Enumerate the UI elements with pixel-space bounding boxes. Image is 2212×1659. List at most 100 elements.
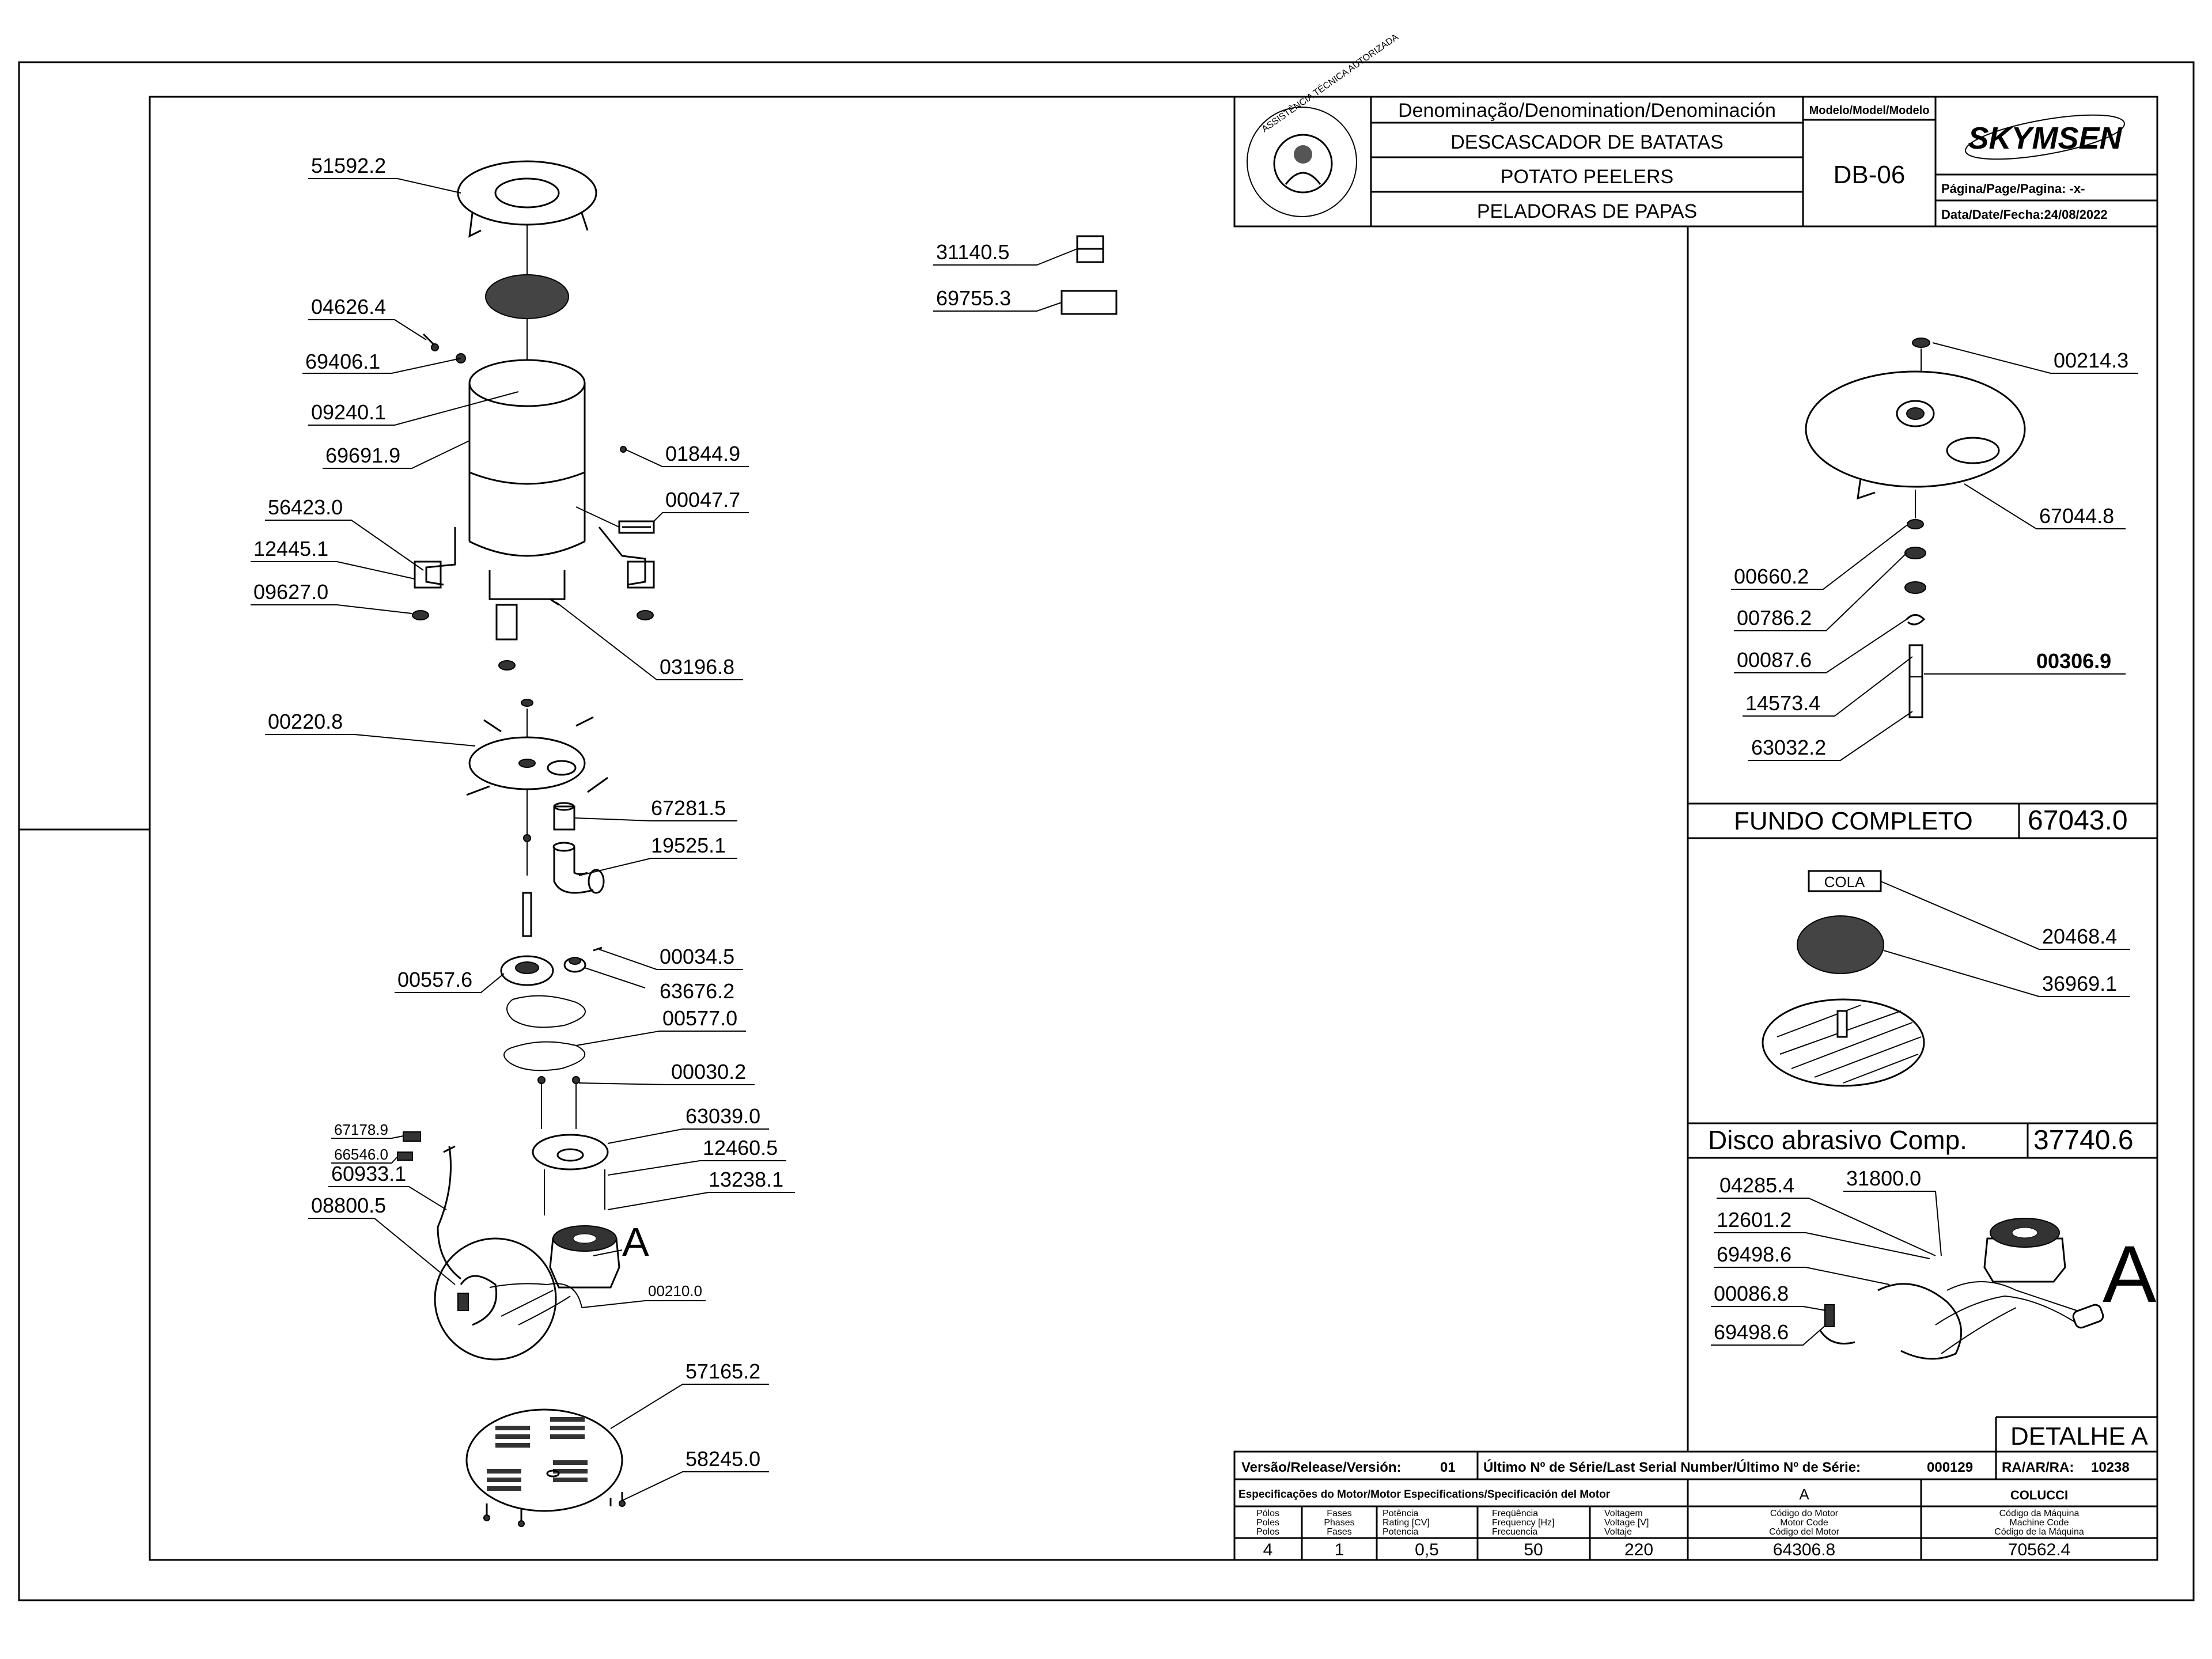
svg-text:Poles: Poles — [1256, 1518, 1279, 1528]
part-label: 12445.1 — [251, 537, 415, 579]
svg-text:69498.6: 69498.6 — [1714, 1320, 1789, 1344]
svg-text:00220.8: 00220.8 — [268, 710, 343, 733]
part-label: 00030.2 — [578, 1060, 755, 1085]
part-label: 63032.2 — [1748, 711, 1913, 761]
svg-text:31800.0: 31800.0 — [1846, 1166, 1921, 1190]
svg-text:66546.0: 66546.0 — [334, 1146, 388, 1163]
part-label: 69691.9 — [323, 440, 470, 469]
model-code: DB-06 — [1834, 161, 1906, 189]
header-cell: Código do Motor Motor Code Código del Mo… — [1769, 1509, 1840, 1537]
svg-text:67044.8: 67044.8 — [2039, 504, 2114, 528]
disco-code: 37740.6 — [2033, 1125, 2134, 1156]
part-label: 00214.3 — [1932, 342, 2138, 374]
part-label: 00306.9 — [1924, 649, 2126, 675]
part-label: 31800.0 — [1843, 1166, 1942, 1256]
part-label: 69406.1 — [302, 350, 461, 374]
part-label: 63676.2 — [584, 967, 734, 1003]
fundo-completo-view: 00214.3 67044.8 00660.2 00786.2 00087.6 … — [1731, 338, 2138, 836]
part-label: 56423.0 — [265, 495, 424, 571]
brand-name: SKYMSEN — [1968, 121, 2122, 156]
part-label: 08800.5 — [308, 1194, 456, 1285]
svg-text:Voltage [V]: Voltage [V] — [1604, 1518, 1649, 1528]
header-cell: Voltagem Voltage [V] Voltaje — [1604, 1509, 1649, 1537]
svg-text:Código de la Máquina: Código de la Máquina — [1994, 1527, 2084, 1537]
part-label: 00786.2 — [1734, 552, 1907, 631]
svg-text:12445.1: 12445.1 — [253, 537, 328, 560]
svg-text:Fases: Fases — [1327, 1509, 1352, 1518]
svg-text:Voltagem: Voltagem — [1604, 1509, 1643, 1518]
svg-text:Voltaje: Voltaje — [1604, 1527, 1632, 1537]
disco-title: Disco abrasivo Comp. — [1708, 1125, 1967, 1155]
svg-text:Código da Máquina: Código da Máquina — [1999, 1509, 2080, 1518]
serial-value: 000129 — [1927, 1460, 1973, 1475]
part-label: 09627.0 — [251, 580, 412, 614]
value-frequency: 50 — [1524, 1540, 1543, 1559]
svg-text:00030.2: 00030.2 — [671, 1060, 746, 1084]
disco-abrasivo-view: COLA 20468.4 36969.1 Disco abrasivo Comp… — [1708, 870, 2134, 1156]
svg-text:Código do Motor: Código do Motor — [1770, 1509, 1839, 1518]
svg-text:00047.7: 00047.7 — [665, 488, 740, 512]
svg-text:01844.9: 01844.9 — [665, 442, 740, 465]
part-label: 00220.8 — [265, 710, 476, 747]
svg-text:67178.9: 67178.9 — [334, 1121, 388, 1138]
svg-text:00577.0: 00577.0 — [662, 1006, 737, 1030]
svg-text:09627.0: 09627.0 — [253, 580, 328, 604]
svg-text:00086.8: 00086.8 — [1714, 1282, 1789, 1305]
svg-text:00210.0: 00210.0 — [648, 1282, 702, 1300]
denomination-header: Denominação/Denomination/Denominación — [1398, 100, 1776, 122]
svg-text:63032.2: 63032.2 — [1751, 736, 1826, 759]
part-label: 00047.7 — [575, 488, 749, 528]
part-label: 51592.2 — [308, 154, 461, 194]
svg-text:Freqüência: Freqüência — [1492, 1509, 1538, 1518]
part-label: 69755.3 — [933, 286, 1062, 312]
detail-marker: A — [2103, 1229, 2157, 1319]
svg-text:Fases: Fases — [1327, 1527, 1352, 1537]
authorized-assistance-seal-icon: ASSISTÊNCIA TÉCNICA AUTORIZADA — [1247, 31, 1400, 217]
svg-text:31140.5: 31140.5 — [936, 240, 1009, 264]
svg-text:69498.6: 69498.6 — [1717, 1243, 1791, 1266]
svg-text:03196.8: 03196.8 — [660, 655, 734, 679]
svg-text:04626.4: 04626.4 — [311, 295, 386, 319]
title-block: ASSISTÊNCIA TÉCNICA AUTORIZADA Denominaç… — [1233, 31, 2158, 228]
svg-text:36969.1: 36969.1 — [2042, 972, 2117, 995]
part-label: 00557.6 — [395, 968, 505, 993]
svg-text:Rating [CV]: Rating [CV] — [1382, 1518, 1430, 1528]
svg-text:13238.1: 13238.1 — [709, 1168, 783, 1191]
header-cell: Potência Rating [CV] Potencia — [1382, 1509, 1430, 1537]
value-rating: 0,5 — [1415, 1540, 1439, 1559]
svg-text:00034.5: 00034.5 — [660, 945, 734, 968]
svg-text:09240.1: 09240.1 — [311, 400, 386, 424]
svg-text:Frequency [Hz]: Frequency [Hz] — [1492, 1518, 1554, 1528]
value-phases: 1 — [1335, 1540, 1344, 1559]
version-label: Versão/Release/Versión: — [1241, 1460, 1402, 1475]
svg-text:63676.2: 63676.2 — [660, 979, 734, 1003]
part-label: 69498.6 — [1711, 1320, 1827, 1346]
svg-text:Código del Motor: Código del Motor — [1769, 1527, 1840, 1537]
part-label: 20468.4 — [1880, 881, 2130, 950]
svg-text:69755.3: 69755.3 — [936, 286, 1011, 310]
svg-text:00214.3: 00214.3 — [2054, 349, 2128, 372]
svg-text:00557.6: 00557.6 — [397, 968, 472, 991]
motor-spec-table: Versão/Release/Versión: 01 Último Nº de … — [1233, 1450, 2158, 1561]
svg-text:67281.5: 67281.5 — [651, 796, 726, 820]
part-label: 00086.8 — [1711, 1282, 1827, 1311]
svg-text:69406.1: 69406.1 — [305, 350, 380, 373]
part-label: 19525.1 — [578, 834, 737, 876]
svg-text:20468.4: 20468.4 — [2042, 925, 2117, 948]
name-es: PELADORAS DE PAPAS — [1477, 200, 1697, 222]
name-pt: DESCASCADOR DE BATATAS — [1450, 131, 1724, 153]
part-label: 13238.1 — [607, 1168, 795, 1210]
motor-detail-marker: A — [622, 1219, 649, 1264]
detalhe-a-view: 04285.4 31800.0 12601.2 69498.6 00086.8 … — [1711, 1166, 2157, 1450]
svg-text:00087.6: 00087.6 — [1737, 648, 1812, 672]
svg-text:Polos: Polos — [1256, 1527, 1279, 1537]
part-label: 09240.1 — [308, 391, 519, 426]
part-label: 31140.5 — [933, 240, 1078, 266]
value-machine-code: 70562.4 — [2008, 1540, 2070, 1559]
part-label: 00087.6 — [1734, 619, 1907, 673]
part-label: 14573.4 — [1743, 656, 1913, 717]
part-label: 04285.4 — [1717, 1173, 1936, 1256]
part-label: 66546.0 — [331, 1146, 398, 1164]
svg-text:63039.0: 63039.0 — [685, 1104, 760, 1128]
svg-text:57165.2: 57165.2 — [685, 1359, 760, 1383]
